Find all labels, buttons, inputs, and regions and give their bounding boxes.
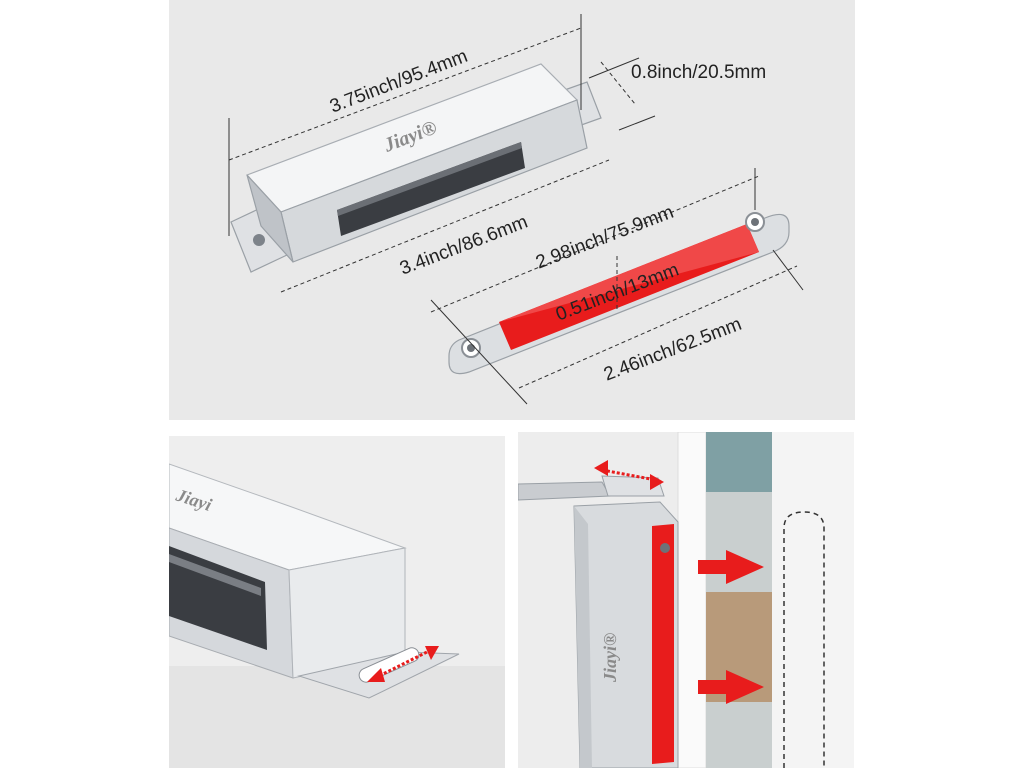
- red-double-arrow-icon: [594, 460, 664, 490]
- installed-brand-logo: Jiayi®: [600, 633, 620, 683]
- installed-catch-view: Jiayi®: [518, 432, 854, 768]
- depth-label: 0.8inch/20.5mm: [631, 62, 767, 83]
- adjustable-slot-closeup: Jiayi: [169, 436, 505, 768]
- dimension-lines: [228, 27, 636, 293]
- closeup-illustration: Jiayi: [169, 463, 505, 768]
- magnetic-catch-body: [230, 63, 602, 273]
- striker-plate: [448, 212, 790, 375]
- installed-illustration: Jiayi®: [518, 432, 854, 768]
- red-right-arrow-icon: [698, 670, 764, 704]
- dimension-diagram-panel: Jiayi®: [169, 0, 855, 420]
- red-double-arrow-icon: [367, 646, 439, 682]
- red-right-arrow-icon: [698, 550, 764, 584]
- dimension-diagram: Jiayi®: [228, 14, 804, 405]
